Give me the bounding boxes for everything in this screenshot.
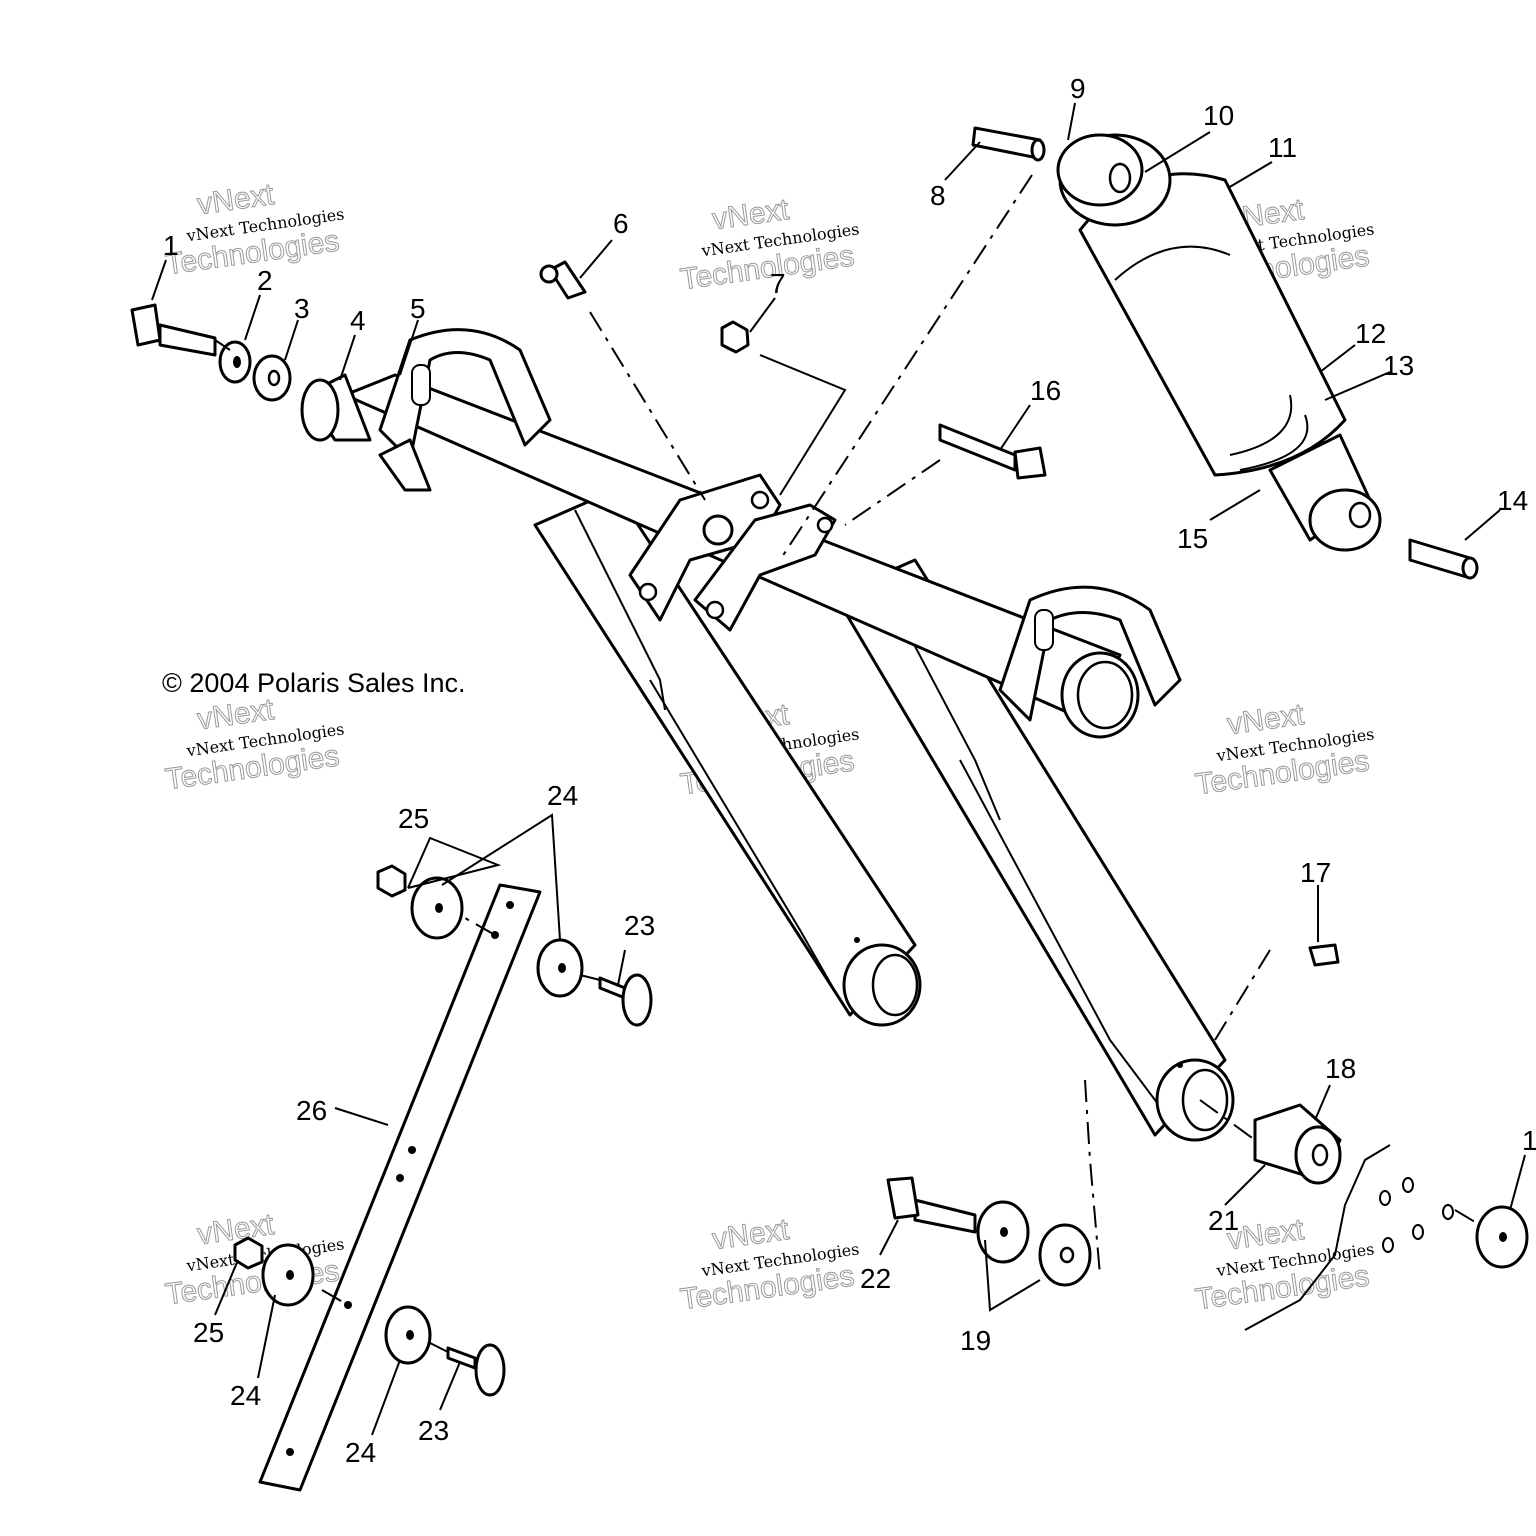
- bolt-16: [938, 423, 1047, 480]
- callout-6: 6: [613, 208, 629, 239]
- callout-10: 10: [1203, 100, 1234, 131]
- nut-25-top: [376, 864, 407, 898]
- callout-9: 9: [1070, 73, 1086, 104]
- grease-fitting-6: [539, 260, 587, 300]
- copyright-notice: © 2004 Polaris Sales Inc.: [162, 668, 466, 698]
- watermark: vNext Technologies vNext Technologies: [1193, 697, 1376, 801]
- callout-7: 7: [770, 268, 786, 299]
- left-torque-arm: [533, 488, 922, 1027]
- callout-5: 5: [410, 293, 426, 324]
- callout-24-bottom-left: 24: [230, 1380, 261, 1411]
- callout-12: 12: [1355, 318, 1386, 349]
- nut-7: [720, 320, 750, 354]
- mount-bracket-left: [378, 328, 552, 492]
- pin-14: [1408, 538, 1479, 580]
- center-shock-mount-tabs: [628, 473, 837, 632]
- watermark: vNext Technologies vNext Technologies: [678, 192, 861, 296]
- callout-18: 18: [1325, 1053, 1356, 1084]
- washer-1-right: [1475, 1205, 1529, 1269]
- callout-15: 15: [1177, 523, 1208, 554]
- callout-labels: 1 2 3 4 5 6 7 8 9 10 11 12 13 14 15 16 1…: [163, 73, 1536, 1468]
- callout-22: 22: [860, 1263, 891, 1294]
- pin-8: [971, 126, 1046, 162]
- callout-26: 26: [296, 1095, 327, 1126]
- callout-8: 8: [930, 180, 946, 211]
- grease-fitting-17: [1308, 943, 1340, 967]
- washer-24-top: [410, 876, 464, 940]
- callout-25-top: 25: [398, 803, 429, 834]
- washer-2: [218, 340, 252, 384]
- bushing-18: [1253, 1103, 1342, 1185]
- washer-24-right: [536, 938, 584, 998]
- washer-24-bottom-right: [384, 1305, 432, 1365]
- callout-17: 17: [1300, 857, 1331, 888]
- bolt-23-bottom: [446, 1343, 506, 1397]
- watermark: vNext Technologies vNext Technologies: [163, 692, 346, 796]
- washer-19b: [1038, 1223, 1092, 1287]
- nut-25-bottom: [233, 1236, 264, 1270]
- callout-3: 3: [294, 293, 310, 324]
- callout-14: 14: [1497, 485, 1528, 516]
- bolt-1: [130, 303, 217, 357]
- callout-23-bottom: 23: [418, 1415, 449, 1446]
- shock-absorber-11: [1056, 133, 1382, 552]
- callout-24-bottom-mid: 24: [345, 1437, 376, 1468]
- assembly-dashed-lines: [214, 174, 1481, 1353]
- washer-3: [252, 354, 292, 402]
- watermark: vNext Technologies vNext Technologies: [678, 1212, 861, 1316]
- callout-11: 11: [1268, 132, 1297, 163]
- washer-24-bottom-left: [261, 1243, 315, 1307]
- leader-lines: [151, 102, 1526, 1436]
- callout-24-top: 24: [547, 780, 578, 811]
- limiter-strap-26: [258, 883, 542, 1492]
- callout-25-bottom: 25: [193, 1317, 224, 1348]
- callout-1: 1: [163, 230, 179, 261]
- frame-plate-edge: [1244, 1144, 1454, 1331]
- washer-19a: [976, 1200, 1030, 1264]
- callout-23-top: 23: [624, 910, 655, 941]
- watermark: vNext Technologies vNext Technologies: [163, 177, 346, 281]
- mount-bracket-right: [998, 585, 1182, 722]
- callout-4: 4: [350, 305, 366, 336]
- shaft-sleeve-4: [300, 373, 372, 442]
- callout-13: 13: [1383, 350, 1414, 381]
- callout-21: 21: [1208, 1205, 1239, 1236]
- bolt-22: [886, 1176, 977, 1234]
- bolt-23-top: [598, 973, 653, 1027]
- callout-19: 19: [960, 1325, 991, 1356]
- callout-2: 2: [257, 265, 273, 296]
- callout-1-right: 1: [1522, 1125, 1536, 1156]
- callout-16: 16: [1030, 375, 1061, 406]
